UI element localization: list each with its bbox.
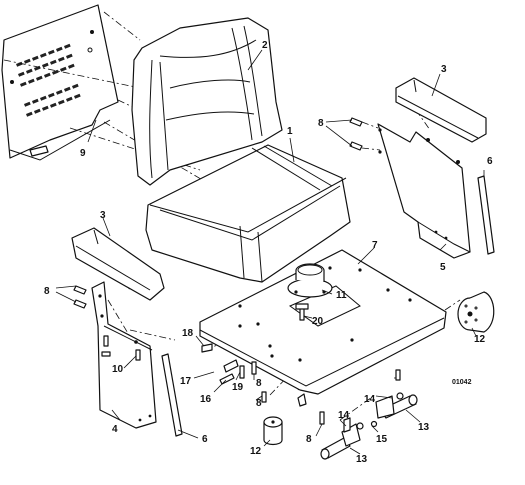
- callout-15: 15: [376, 434, 388, 445]
- callout-6-left: 6: [202, 434, 208, 445]
- callout-4: 4: [112, 424, 118, 435]
- callout-20: 20: [312, 316, 324, 327]
- part-7-base-plate: [199, 249, 447, 395]
- callout-1: 1: [287, 126, 293, 137]
- callout-11: 11: [336, 290, 347, 301]
- callout-5: 5: [440, 262, 446, 273]
- callout-13-right: 13: [418, 422, 430, 433]
- callout-16: 16: [200, 394, 212, 405]
- part-11-swivel-plate: [287, 263, 333, 298]
- leader-lines: [55, 49, 485, 455]
- callout-6-right: 6: [487, 156, 493, 167]
- callout-12-right: 12: [474, 334, 486, 345]
- hardware-fasteners: [73, 117, 404, 433]
- callout-8-right: 8: [318, 118, 324, 129]
- callout-9: 9: [80, 148, 86, 159]
- part-12-right-bumper: [457, 291, 495, 333]
- part-5-right-bracket: [377, 123, 471, 259]
- callout-17: 17: [180, 376, 192, 387]
- part-13-bottom-pin: [320, 423, 361, 460]
- callout-13-bottom: 13: [356, 454, 368, 465]
- part-12-bottom-bumper: [263, 416, 283, 446]
- callout-12-bottom: 12: [250, 446, 262, 457]
- part-6-left-rod: [161, 353, 183, 437]
- part-13-right-pin: [375, 394, 418, 419]
- part-20-bolt: [295, 303, 309, 321]
- callout-10: 10: [112, 364, 124, 375]
- callout-3-left: 3: [100, 210, 106, 221]
- part-1-seat-cushion: [145, 144, 351, 283]
- callout-14-bottom: 14: [338, 410, 350, 421]
- part-2-seat-back: [131, 17, 283, 186]
- callout-8-bottom: 8: [306, 434, 312, 445]
- callout-labels: 1 2 3 3 4 5 6 6 7 8 8 8 8 8 9 10 11 12 1…: [44, 40, 493, 465]
- part-4-left-bracket: [91, 281, 157, 429]
- callout-8-left: 8: [44, 286, 50, 297]
- callout-19: 19: [232, 382, 244, 393]
- callout-14-right: 14: [364, 394, 376, 405]
- callout-7: 7: [372, 240, 378, 251]
- callout-18: 18: [182, 328, 194, 339]
- part-9-rear-shield: [1, 4, 119, 161]
- callout-8-base-mid: 8: [256, 378, 262, 389]
- callout-3-right: 3: [441, 64, 447, 75]
- callout-8-base-low: 8: [256, 398, 262, 409]
- part-3-right-armrest: [395, 77, 487, 143]
- callout-2: 2: [262, 40, 268, 51]
- drawing-code: 01042: [452, 379, 472, 386]
- part-3-left-armrest: [71, 227, 165, 301]
- part-6-right-rod: [477, 175, 495, 255]
